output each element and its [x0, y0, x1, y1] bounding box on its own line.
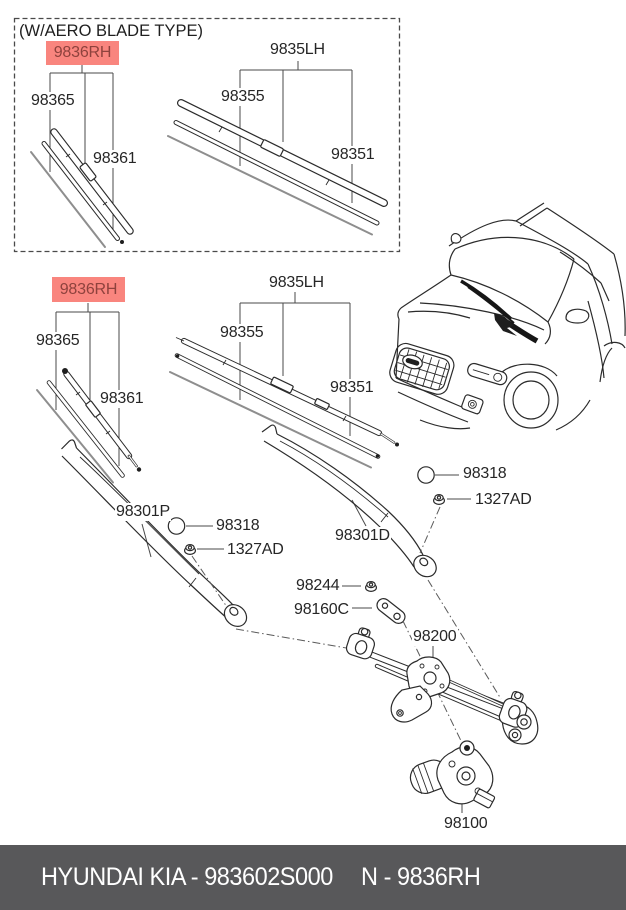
part-label-98200: 98200 [412, 628, 458, 647]
part-label-98351-main: 98351 [329, 379, 375, 398]
part-label-9835lh-main: 9835LH [268, 274, 325, 293]
aero-type-box-border [13, 17, 401, 253]
part-label-1327ad-left: 1327AD [226, 541, 285, 560]
part-label-98301d: 98301D [334, 527, 391, 546]
label-brackets [49, 61, 471, 813]
part-label-98100: 98100 [443, 815, 489, 834]
main-blade-rh-art [36, 368, 142, 484]
part-label-98355-top: 98355 [220, 88, 266, 107]
part-label-98365-main: 98365 [35, 332, 81, 351]
diagram-artwork [13, 17, 626, 813]
part-label-98361-top: 98361 [92, 150, 138, 169]
bracket-98160c-art [376, 598, 406, 624]
grommet-left-art [167, 517, 186, 535]
grommet-right-art [417, 466, 435, 484]
nut-right-art [432, 493, 446, 506]
wiper-arm-driver-art [261, 424, 437, 578]
part-label-98301p: 98301P [115, 503, 171, 522]
main-blade-lh-art [169, 337, 399, 469]
highlight-label-9836rh-main: 9836RH [52, 277, 125, 302]
footer-ref: N - 9836RH [361, 863, 481, 891]
wiper-motor-art [409, 740, 496, 809]
highlight-label-9836rh-top: 9836RH [46, 41, 119, 65]
aero-blade-rh-art [30, 128, 134, 248]
footer-bar: HYUNDAI KIA - 983602S000 N - 9836RH [0, 845, 626, 910]
vehicle-illustration [389, 202, 626, 431]
nut-98244-art [364, 580, 378, 593]
part-label-98355-main: 98355 [219, 324, 265, 343]
part-label-9835lh-top: 9835LH [269, 41, 326, 60]
linkage-frame-art [345, 627, 539, 745]
footer-brand-part: HYUNDAI KIA - 983602S000 [41, 863, 334, 891]
part-label-98160c: 98160C [293, 601, 350, 620]
aero-blade-lh-art [167, 99, 388, 236]
part-label-98244: 98244 [295, 577, 341, 596]
part-label-1327ad-right: 1327AD [474, 491, 533, 510]
part-label-98318-left: 98318 [215, 517, 261, 536]
part-label-98361-main: 98361 [99, 390, 145, 409]
part-label-98365-top: 98365 [30, 92, 76, 111]
nut-left-art [183, 543, 197, 556]
footer-text: HYUNDAI KIA - 983602S000 N - 9836RH [41, 863, 481, 892]
aero-box-title: (W/AERO BLADE TYPE) [19, 22, 203, 40]
part-label-98318-right: 98318 [462, 465, 508, 484]
part-label-98351-top: 98351 [330, 146, 376, 165]
